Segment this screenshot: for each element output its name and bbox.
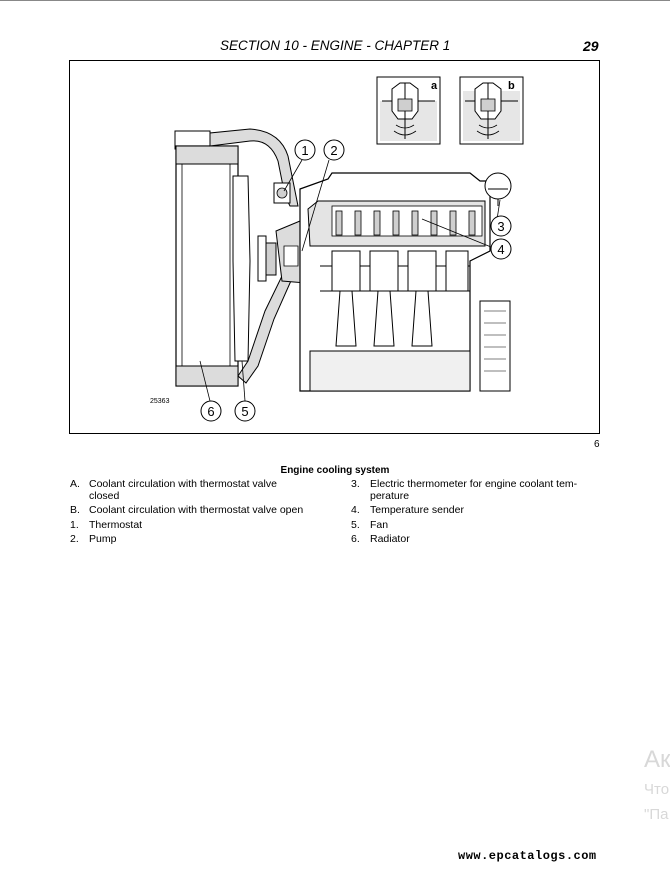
legend-key: B. <box>70 504 80 516</box>
callout-6: 6 <box>200 400 222 422</box>
legend-item-1: 1. Thermostat <box>70 519 330 532</box>
legend-item-2: 2. Pump <box>70 533 330 546</box>
legend-key: 2. <box>70 533 79 545</box>
footer-url: www.epcatalogs.com <box>458 849 597 863</box>
engine-block <box>299 172 511 392</box>
legend-item-3: 3. Electric thermometer for engine coola… <box>351 478 601 504</box>
callout-5-label: 5 <box>241 404 248 419</box>
callout-3-label: 3 <box>497 219 504 234</box>
inset-b-label: b <box>508 80 515 92</box>
top-rule <box>0 0 670 1</box>
legend-item-b: B. Coolant circulation with thermostat v… <box>70 504 330 517</box>
legend-key: 1. <box>70 519 79 531</box>
legend-text: Thermostat <box>89 519 143 531</box>
legend-text: Pump <box>89 533 117 545</box>
figure-number: 6 <box>594 439 600 450</box>
legend-item-4: 4. Temperature sender <box>351 504 601 517</box>
caption-title: Engine cooling system <box>280 465 390 476</box>
legend-text: Radiator <box>370 533 410 545</box>
legend-text: Temperature sender <box>370 504 464 516</box>
callout-4-label: 4 <box>497 242 504 257</box>
inset-b: b <box>459 76 524 145</box>
legend-key: 4. <box>351 504 360 516</box>
callout-4: 4 <box>490 238 512 260</box>
callout-2: 2 <box>323 139 345 161</box>
callout-2-label: 2 <box>330 143 337 158</box>
legend-item-a: A. Coolant circulation with thermostat v… <box>70 478 330 504</box>
legend-key: A. <box>70 478 80 490</box>
watermark-line-1: Ак <box>644 746 670 773</box>
legend-key: 3. <box>351 478 360 490</box>
callout-3: 3 <box>490 215 512 237</box>
thermometer-gauge <box>484 172 512 206</box>
legend-text: Electric thermometer for engine coolant … <box>370 478 578 502</box>
callout-6-label: 6 <box>207 404 214 419</box>
callout-5: 5 <box>234 400 256 422</box>
inset-a-label: a <box>431 80 438 92</box>
engine-cooling-figure: a b <box>69 60 600 434</box>
legend-text: Coolant circulation with thermostat valv… <box>89 478 277 502</box>
radiator <box>174 130 239 387</box>
legend-key: 6. <box>351 533 360 545</box>
watermark-line-3: "Па <box>644 806 669 823</box>
legend-text: Coolant circulation with thermostat valv… <box>89 504 304 516</box>
engine-cooling-drawing: a b <box>150 76 524 422</box>
page-number: 29 <box>583 38 599 54</box>
leader-lines <box>199 159 501 402</box>
fan <box>232 175 277 362</box>
top-hose <box>209 128 299 207</box>
legend-text: Fan <box>370 519 389 531</box>
legend-item-6: 6. Radiator <box>351 533 601 546</box>
watermark-line-2: Что <box>644 781 670 798</box>
callout-1-label: 1 <box>301 143 308 158</box>
drawing-code: 25363 <box>150 398 170 405</box>
inset-a: a <box>376 76 441 145</box>
callout-1: 1 <box>294 139 316 161</box>
legend-item-5: 5. Fan <box>351 519 601 532</box>
legend-key: 5. <box>351 519 360 531</box>
section-title: SECTION 10 - ENGINE - CHAPTER 1 <box>220 38 451 53</box>
